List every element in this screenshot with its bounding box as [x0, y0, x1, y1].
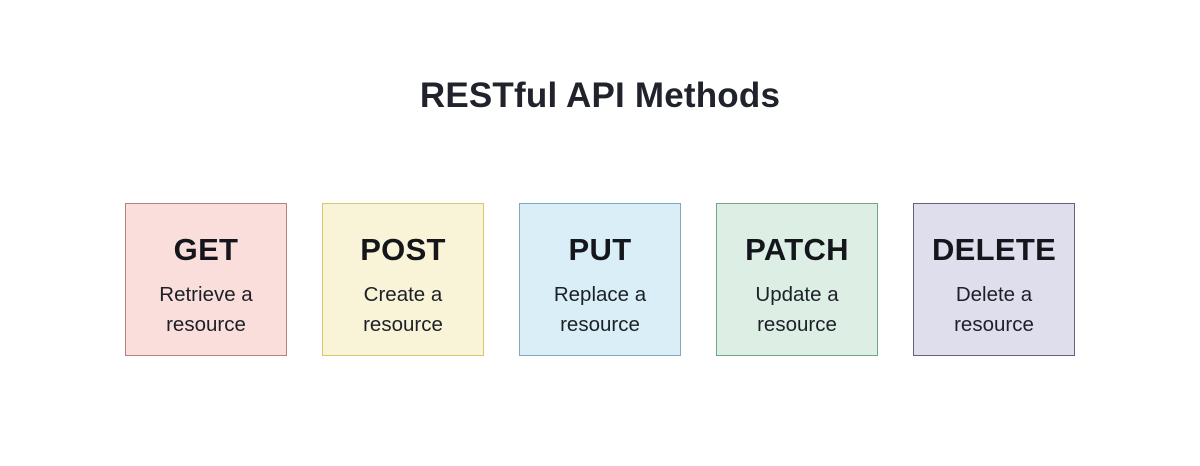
method-name: POST [360, 232, 446, 267]
method-card-post: POST Create a resource [322, 203, 484, 356]
method-description: Delete a resource [954, 283, 1034, 336]
method-card-patch: PATCH Update a resource [716, 203, 878, 356]
method-card-put: PUT Replace a resource [519, 203, 681, 356]
method-name: GET [173, 232, 239, 267]
method-description: Update a resource [755, 283, 839, 336]
method-description: Retrieve a resource [159, 283, 253, 336]
page-title: RESTful API Methods [419, 76, 781, 115]
method-name: DELETE [931, 232, 1057, 267]
method-name: PUT [568, 232, 632, 267]
method-card-delete: DELETE Delete a resource [913, 203, 1075, 356]
method-description: Create a resource [363, 283, 443, 336]
method-cards-row: GET Retrieve a resource POST Create a re… [0, 203, 1200, 356]
method-name: PATCH [745, 232, 849, 267]
method-description: Replace a resource [553, 283, 647, 336]
method-card-get: GET Retrieve a resource [125, 203, 287, 356]
